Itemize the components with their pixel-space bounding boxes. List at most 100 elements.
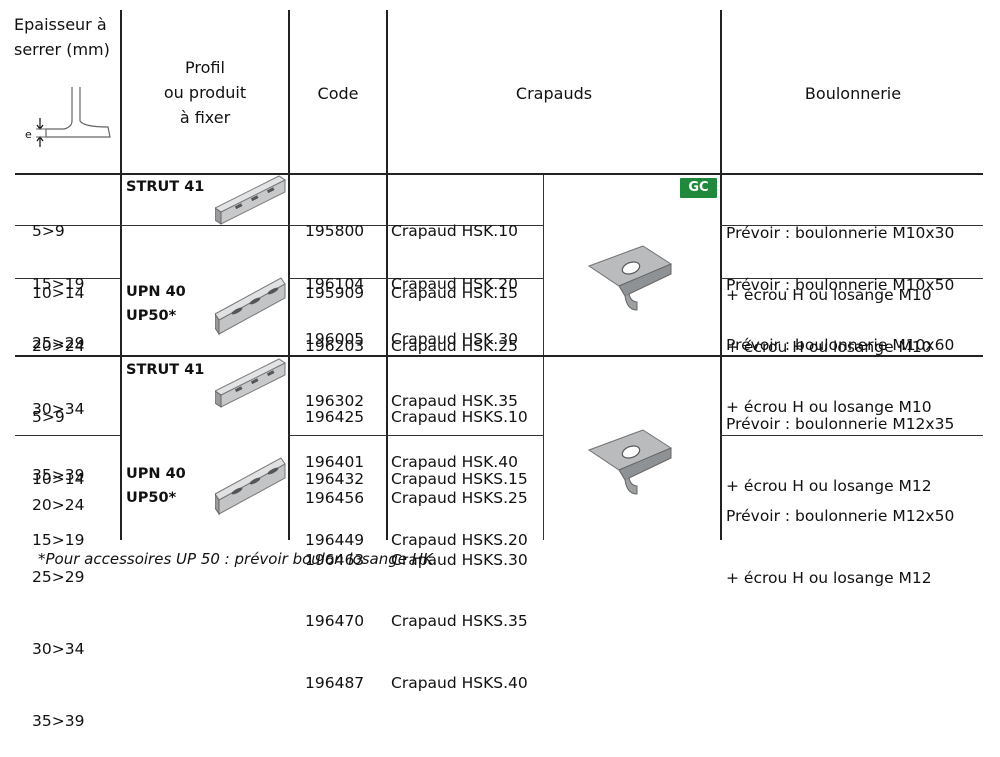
boulonnerie-cell: Prévoir : boulonnerie M10x60 + écrou H o… bbox=[726, 294, 954, 438]
crapaud-clamp-image bbox=[587, 429, 673, 495]
thickness-value: 30>34 bbox=[32, 640, 85, 658]
code-value: 195800 bbox=[305, 222, 365, 240]
thickness-cell: 25>29 30>34 35>39 bbox=[32, 288, 84, 508]
row-rule-4c bbox=[720, 435, 983, 436]
crapaud-name: Crapaud HSK.15 bbox=[391, 283, 518, 302]
thickness-value: 30>34 bbox=[32, 400, 85, 418]
upn-rail-image bbox=[215, 457, 286, 516]
thickness-diagram-icon: e bbox=[25, 87, 111, 147]
diagram-e-label: e bbox=[25, 128, 32, 141]
crapaud-name: Crapaud HSKS.25 bbox=[391, 489, 528, 507]
col-divider-4 bbox=[720, 10, 722, 540]
profile-upn-label: UPN 40 bbox=[126, 466, 186, 482]
gc-badge: GC bbox=[680, 178, 717, 198]
thickness-value: 5>9 bbox=[32, 222, 65, 240]
crapaud-name: Crapaud HSKS.15 bbox=[391, 469, 528, 488]
header-profil: Profil ou produit à fixer bbox=[122, 55, 288, 130]
crapaud-cell: Crapaud HSKS.10 Crapaud HSKS.15 Crapaud … bbox=[391, 366, 528, 571]
code-value: 196463 bbox=[305, 550, 365, 569]
code-value: 196487 bbox=[305, 673, 365, 692]
header-crapauds: Crapauds bbox=[515, 84, 593, 103]
crapaud-inner-divider bbox=[543, 175, 544, 540]
profile-strut-label: STRUT 41 bbox=[126, 362, 205, 378]
crapaud-name: Crapaud HSK.35 bbox=[391, 391, 518, 410]
boulonnerie-line: Prévoir : boulonnerie M10x30 bbox=[726, 224, 955, 242]
strut-rail-image bbox=[215, 175, 286, 225]
row-rule-2 bbox=[15, 278, 120, 279]
profile-up50-label: UP50* bbox=[126, 490, 177, 506]
profile-up50-label: UP50* bbox=[126, 308, 177, 324]
code-value: 196449 bbox=[305, 531, 365, 549]
code-value: 196401 bbox=[305, 453, 365, 471]
boulonnerie-line: Prévoir : boulonnerie M10x60 bbox=[726, 336, 955, 354]
code-value: 196432 bbox=[305, 469, 365, 488]
thickness-value: 10>14 bbox=[32, 283, 85, 302]
row-rule-2b bbox=[288, 278, 543, 279]
crapaud-name: Crapaud HSK.20 bbox=[391, 275, 518, 293]
crapaud-name: Crapaud HSKS.40 bbox=[391, 673, 528, 692]
boulonnerie-line: + écrou H ou losange M12 bbox=[726, 476, 932, 495]
thickness-value: 20>24 bbox=[32, 496, 85, 514]
header-boulonnerie: Boulonnerie bbox=[804, 84, 902, 103]
profile-strut-label: STRUT 41 bbox=[126, 179, 205, 195]
header-profil-line2: ou produit bbox=[163, 83, 247, 102]
crapaud-name: Crapaud HSKS.10 bbox=[391, 408, 528, 426]
header-epaisseur-line2: serrer (mm) bbox=[14, 40, 110, 59]
crapaud-clamp-image bbox=[587, 245, 673, 311]
code-value: 196470 bbox=[305, 612, 365, 630]
code-value: 196005 bbox=[305, 330, 365, 348]
row-rule-4b bbox=[288, 435, 543, 436]
col-divider-1 bbox=[120, 10, 122, 540]
upn-rail-image bbox=[215, 277, 286, 336]
code-cell: 196456 196463 196470 196487 bbox=[305, 447, 364, 714]
thickness-cell: 5>9 10>14 bbox=[32, 180, 84, 324]
group-rule bbox=[15, 355, 983, 357]
thickness-value: 15>19 bbox=[32, 531, 85, 549]
crapaud-name: Crapaud HSK.30 bbox=[391, 330, 518, 348]
row-rule-2c bbox=[720, 278, 983, 279]
header-rule bbox=[15, 173, 983, 175]
header-profil-line1: Profil bbox=[185, 58, 225, 77]
thickness-value: 10>14 bbox=[32, 469, 85, 488]
boulonnerie-line: Prévoir : boulonnerie M10x50 bbox=[726, 276, 955, 294]
col-divider-3 bbox=[386, 10, 388, 540]
row-rule-1 bbox=[15, 225, 543, 226]
thickness-cell: 20>24 25>29 30>34 35>39 bbox=[32, 445, 84, 757]
header-profil-line3: à fixer bbox=[179, 108, 231, 127]
code-value: 196456 bbox=[305, 489, 365, 507]
crapaud-name: Crapaud HSK.40 bbox=[391, 453, 518, 471]
crapaud-name: Crapaud HSKS.20 bbox=[391, 531, 528, 549]
code-cell: 196005 196302 196401 bbox=[305, 288, 364, 493]
code-value: 196425 bbox=[305, 408, 365, 426]
code-value: 196203 bbox=[305, 336, 365, 355]
row-rule-4 bbox=[15, 435, 120, 436]
footnote: *Pour accessoires UP 50 : prévoir boulon… bbox=[38, 550, 433, 568]
crapaud-name: Crapaud HSK.10 bbox=[391, 222, 518, 240]
crapaud-cell: Crapaud HSKS.25 Crapaud HSKS.30 Crapaud … bbox=[391, 447, 528, 714]
code-cell: 195800 195909 bbox=[305, 180, 364, 324]
boulonnerie-line: + écrou H ou losange M10 bbox=[726, 337, 932, 356]
thickness-value: 25>29 bbox=[32, 334, 85, 352]
crapaud-cell: Crapaud HSK.30 Crapaud HSK.35 Crapaud HS… bbox=[391, 288, 518, 493]
boulonnerie-line: Prévoir : boulonnerie M12x35 bbox=[726, 415, 955, 433]
boulonnerie-cell: Prévoir : boulonnerie M10x50 + écrou H o… bbox=[726, 234, 954, 378]
boulonnerie-cell: Prévoir : boulonnerie M12x35 + écrou H o… bbox=[726, 373, 954, 517]
thickness-cell: 15>19 20>24 bbox=[32, 233, 84, 377]
thickness-value: 5>9 bbox=[32, 408, 65, 426]
crapaud-name: Crapaud HSKS.35 bbox=[391, 612, 528, 630]
code-value: 196104 bbox=[305, 275, 365, 293]
crapaud-cell: Crapaud HSK.10 Crapaud HSK.15 bbox=[391, 180, 518, 324]
crapaud-cell: Crapaud HSK.20 Crapaud HSK.25 bbox=[391, 233, 518, 377]
col-divider-2 bbox=[288, 10, 290, 540]
header-epaisseur-line1: Epaisseur à bbox=[14, 15, 107, 34]
boulonnerie-cell: Prévoir : boulonnerie M10x30 + écrou H o… bbox=[726, 182, 954, 326]
thickness-value: 35>39 bbox=[32, 712, 85, 730]
crapaud-name: Crapaud HSKS.30 bbox=[391, 550, 528, 569]
thickness-value: 20>24 bbox=[32, 336, 85, 355]
thickness-value: 35>39 bbox=[32, 466, 85, 484]
code-value: 195909 bbox=[305, 283, 365, 302]
header-code: Code bbox=[317, 84, 359, 103]
thickness-value: 15>19 bbox=[32, 275, 85, 293]
thickness-value: 25>29 bbox=[32, 568, 85, 586]
strut-rail-image bbox=[215, 358, 286, 408]
